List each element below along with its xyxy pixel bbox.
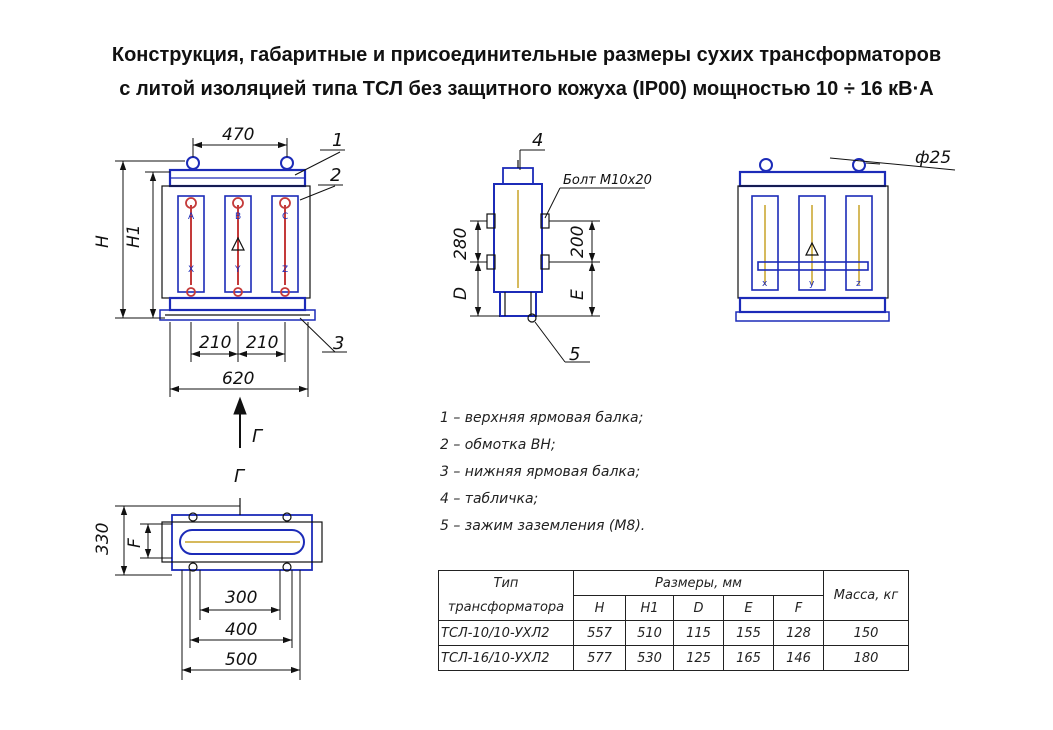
table-row: ТСЛ-10/10-УХЛ2 557 510 115 155 128 150 — [438, 620, 909, 646]
front-view — [159, 156, 316, 321]
dim-500: 500 — [225, 650, 257, 670]
rear-view — [735, 158, 890, 322]
callout-2: 2 — [330, 165, 341, 186]
drawing-title-line1: Конструкция, габаритные и присоединитель… — [111, 44, 942, 66]
phase-label-z: Z — [282, 265, 288, 275]
phase-label-x: X — [188, 265, 194, 275]
phase-label-c: C — [282, 212, 288, 222]
dim-210-a: 210 — [199, 333, 231, 353]
callout-1: 1 — [332, 130, 343, 151]
column-header: H — [573, 595, 626, 621]
column-header: D — [673, 595, 724, 621]
legend: 1 – верхняя ярмовая балка; 2 – обмотка В… — [440, 405, 645, 540]
dim-470: 470 — [222, 125, 254, 145]
plan-dimension-texts: 330 F 300 400 500 — [93, 523, 257, 670]
view-arrow — [233, 396, 247, 448]
phase-label-y: Y — [234, 265, 241, 275]
legend-item: 2 – обмотка ВН; — [440, 437, 556, 453]
legend-item: 3 – нижняя ярмовая балка; — [440, 464, 641, 480]
legend-item: 4 – табличка; — [440, 491, 539, 507]
header-type-line2: трансформатора — [438, 595, 574, 621]
legend-item: 1 – верхняя ярмовая балка; — [440, 410, 644, 426]
dim-h: H — [93, 235, 113, 248]
dim-300: 300 — [225, 588, 257, 608]
plan-view-label: Г — [234, 466, 246, 487]
rear-dimensions — [829, 157, 956, 171]
plan-dimensions — [115, 505, 301, 680]
cell-d: 115 — [673, 620, 724, 646]
table-row: ТСЛ-16/10-УХЛ2 577 530 125 165 146 180 — [438, 645, 909, 671]
header-type-line1: Тип — [438, 570, 574, 596]
cell-e: 165 — [723, 645, 774, 671]
dim-e: E — [568, 289, 588, 300]
front-dimension-texts: 470 H H1 210 210 620 1 2 3 — [93, 125, 344, 389]
cell-mass: 180 — [823, 645, 909, 671]
callout-5: 5 — [569, 344, 580, 365]
cell-h1: 530 — [625, 645, 674, 671]
drawing-title-line2: с литой изоляцией типа ТСЛ без защитного… — [119, 78, 934, 100]
front-dimensions — [115, 138, 347, 397]
column-header: E — [723, 595, 774, 621]
callout-3: 3 — [333, 333, 344, 354]
column-header: F — [773, 595, 824, 621]
cell-e: 155 — [723, 620, 774, 646]
cell-h: 577 — [573, 645, 626, 671]
dim-400: 400 — [225, 620, 257, 640]
side-dimensions — [470, 149, 645, 363]
cell-f: 146 — [773, 645, 824, 671]
column-header: H1 — [625, 595, 674, 621]
dim-280: 280 — [451, 228, 471, 260]
rear-phase-labels: x y z — [762, 279, 861, 289]
side-view — [486, 160, 550, 323]
header-mass: Масса, кг — [823, 570, 909, 621]
rear-label-x: x — [762, 279, 768, 289]
dim-f: F — [125, 538, 145, 548]
front-phase-labels: A B C X Y Z — [188, 212, 288, 275]
cell-h: 557 — [573, 620, 626, 646]
phase-label-a: A — [188, 212, 195, 222]
dim-210-b: 210 — [246, 333, 278, 353]
side-dimension-texts: 280 D 200 E Болт М10х20 4 5 — [451, 130, 652, 365]
cell-f: 128 — [773, 620, 824, 646]
view-arrow-label: Г — [252, 426, 264, 447]
dim-d: D — [451, 287, 471, 300]
rear-label-z: z — [856, 279, 861, 289]
cell-d: 125 — [673, 645, 724, 671]
dim-200: 200 — [568, 226, 588, 258]
dimensions-table: Тип Размеры, мм Масса, кг трансформатора… — [438, 570, 909, 671]
plan-view — [161, 498, 323, 572]
cell-type: ТСЛ-16/10-УХЛ2 — [438, 645, 574, 671]
cell-mass: 150 — [823, 620, 909, 646]
dim-diameter: ф25 — [915, 148, 951, 168]
dim-h1: H1 — [124, 224, 144, 248]
callout-4: 4 — [532, 130, 543, 151]
rear-label-y: y — [809, 279, 815, 289]
cell-h1: 510 — [625, 620, 674, 646]
dim-330: 330 — [93, 523, 113, 555]
cell-type: ТСЛ-10/10-УХЛ2 — [438, 620, 574, 646]
bolt-label: Болт М10х20 — [563, 173, 652, 188]
phase-label-b: B — [235, 212, 241, 222]
legend-item: 5 – зажим заземления (М8). — [440, 518, 646, 534]
dim-620: 620 — [222, 369, 254, 389]
header-sizes: Размеры, мм — [573, 570, 824, 596]
